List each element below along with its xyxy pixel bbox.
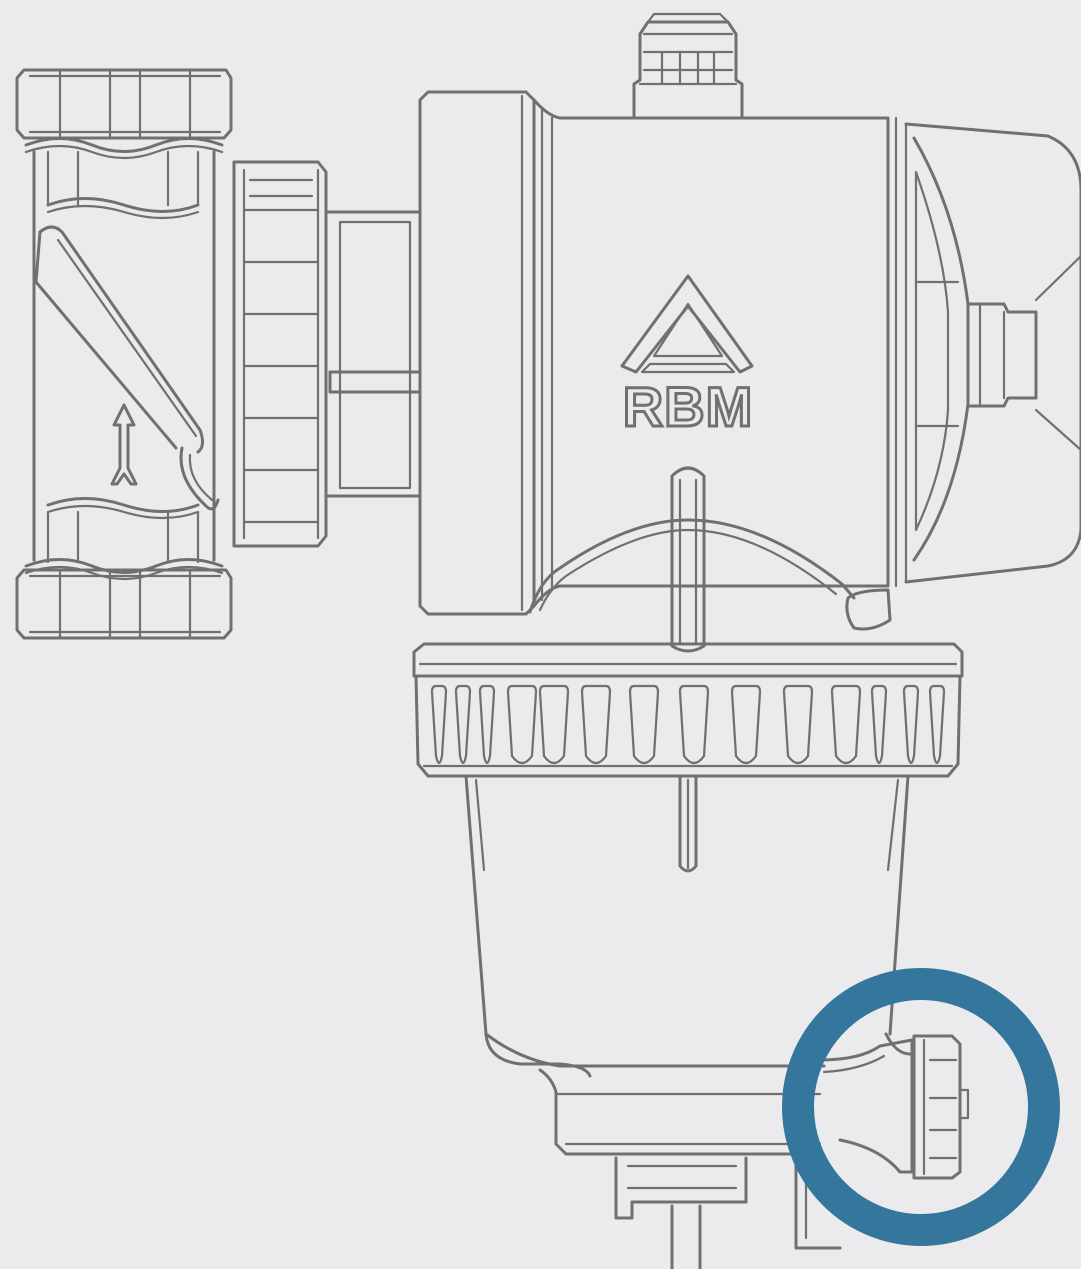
collar-rib xyxy=(506,684,538,765)
collar-rib xyxy=(580,684,612,765)
collar-rib xyxy=(454,684,472,765)
ribbed-collar xyxy=(412,642,964,778)
main-body xyxy=(418,12,1081,653)
triangle-logo-icon xyxy=(620,274,754,374)
collar-rib xyxy=(730,684,762,765)
collar-rib xyxy=(782,684,814,765)
drain-valve xyxy=(818,1032,970,1180)
brand-logo: RBM xyxy=(620,274,754,440)
union-nut xyxy=(232,160,328,548)
collar-rib xyxy=(830,684,862,765)
collar-rib xyxy=(538,684,570,765)
inlet-fitting xyxy=(15,68,233,640)
collar-rib xyxy=(478,684,496,765)
connector-pipe xyxy=(326,210,422,498)
collar-rib xyxy=(902,684,920,765)
collar-ribs xyxy=(430,684,946,765)
brand-label: RBM xyxy=(623,375,754,438)
collar-rib xyxy=(628,684,660,765)
collar-rib xyxy=(678,684,710,765)
collar-rib xyxy=(430,684,448,765)
filter-bowl xyxy=(464,774,910,1269)
drain-valve-highlight-ring xyxy=(782,968,1060,1246)
collar-rib xyxy=(928,684,946,765)
collar-rib xyxy=(870,684,888,765)
